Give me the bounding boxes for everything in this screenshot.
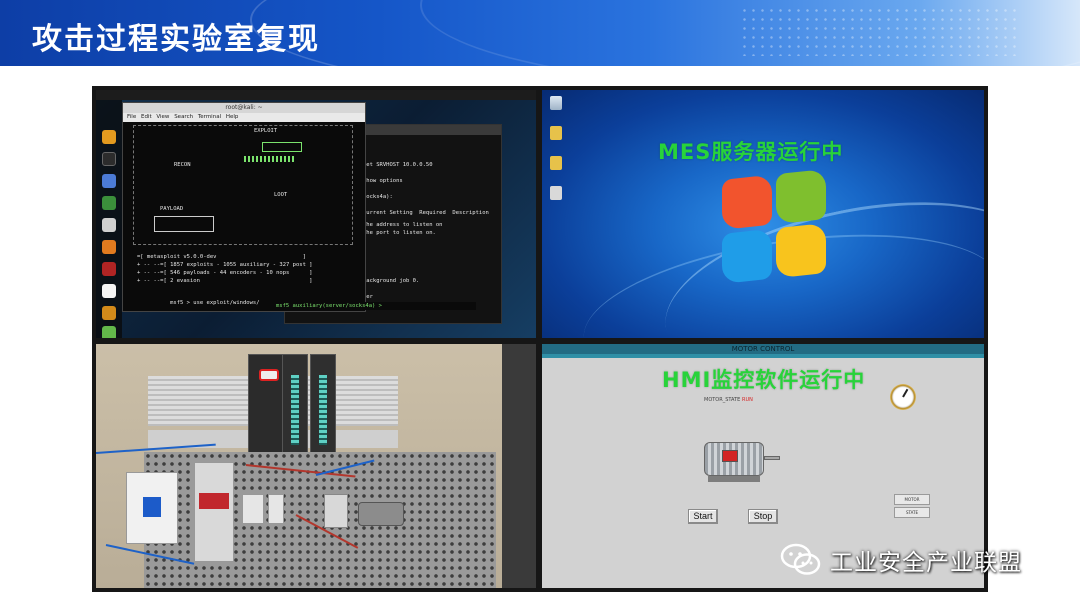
motor-base bbox=[708, 476, 760, 482]
power-supply-unit bbox=[194, 462, 234, 562]
plc-io-module bbox=[282, 354, 308, 454]
photo-dark-edge bbox=[502, 344, 536, 588]
plc-status-window bbox=[259, 369, 279, 381]
app-icon[interactable] bbox=[102, 306, 116, 320]
gauge-icon bbox=[890, 384, 916, 410]
menu-view[interactable]: View bbox=[156, 114, 170, 120]
app-icon[interactable] bbox=[102, 262, 116, 276]
files-icon[interactable] bbox=[102, 174, 116, 188]
ascii-art-box bbox=[154, 216, 214, 232]
menu-edit[interactable]: Edit bbox=[140, 114, 152, 120]
start-button[interactable]: Start bbox=[688, 509, 718, 524]
hmi-status-label: HMI监控软件运行中 bbox=[662, 368, 866, 392]
circuit-breaker bbox=[126, 472, 178, 544]
terminal-line: + -- --=[ 546 payloads - 44 encoders - 1… bbox=[137, 270, 313, 276]
app-icon[interactable] bbox=[102, 130, 116, 144]
metasploit-terminal-window[interactable]: root@kali: ~ File Edit View Search Termi… bbox=[122, 102, 366, 312]
kali-dock bbox=[96, 100, 122, 338]
plc-cpu-module bbox=[248, 354, 288, 464]
terminal-line: show options bbox=[363, 178, 403, 184]
ascii-art-pattern bbox=[244, 156, 294, 162]
app-icon[interactable] bbox=[102, 284, 116, 298]
gauge-needle bbox=[902, 388, 909, 398]
banner-word: LOOT bbox=[274, 192, 288, 198]
hmi-header-bar bbox=[542, 354, 984, 358]
folder-icon[interactable] bbox=[550, 126, 562, 140]
stop-button[interactable]: Stop bbox=[748, 509, 778, 524]
banner-word: RECON bbox=[174, 162, 191, 168]
state-side-button[interactable]: STATE bbox=[894, 507, 930, 518]
folder-icon[interactable] bbox=[550, 186, 562, 200]
terminal-line: background job 0. bbox=[363, 278, 420, 284]
window-titlebar bbox=[285, 125, 501, 135]
motor-status-indicator bbox=[722, 450, 738, 462]
motor-icon bbox=[700, 436, 780, 486]
terminal-line: socks4a): bbox=[363, 194, 393, 200]
windows-logo-icon bbox=[722, 168, 834, 292]
small-dc-motor bbox=[358, 502, 404, 526]
logo-quadrant bbox=[722, 174, 772, 230]
plc-lab-photo bbox=[96, 344, 536, 588]
logo-quadrant bbox=[776, 168, 826, 225]
terminal-line: Current Setting Required Description bbox=[363, 210, 489, 216]
menu-search[interactable]: Search bbox=[174, 114, 194, 120]
logo-quadrant bbox=[776, 222, 826, 279]
folder-icon[interactable] bbox=[550, 156, 562, 170]
motor-side-button[interactable]: MOTOR bbox=[894, 494, 930, 505]
slide-title: 攻击过程实验室复现 bbox=[32, 22, 320, 57]
screenshot-collage: set SRVHOST 10.0.0.50 show options socks… bbox=[92, 86, 988, 592]
menu-file[interactable]: File bbox=[127, 114, 137, 120]
psu-label-tag bbox=[199, 493, 229, 509]
terminal-block bbox=[268, 494, 284, 524]
terminal-line: The port to listen on. bbox=[363, 230, 436, 236]
metasploit-ascii-banner: RECON EXPLOIT PAYLOAD LOOT bbox=[133, 125, 353, 245]
menu-terminal[interactable]: Terminal bbox=[197, 114, 222, 120]
msf-prompt: msf5 > use exploit/windows/ bbox=[170, 300, 260, 306]
decorative-dots bbox=[740, 6, 1020, 56]
terminal-icon[interactable] bbox=[102, 152, 116, 166]
terminal-block bbox=[242, 494, 264, 524]
wechat-watermark: 工业安全产业联盟 bbox=[780, 540, 1022, 580]
terminal-prompt-line[interactable]: msf5 > use exploit/windows/ bbox=[137, 291, 367, 315]
msf-prompt: msf5 auxiliary(server/socks4a) > bbox=[276, 303, 382, 309]
terminal-line: =[ metasploit v5.0.0-dev ] bbox=[137, 254, 306, 260]
motor-state-value: RUN bbox=[742, 397, 753, 403]
banner-word: EXPLOIT bbox=[254, 128, 278, 134]
io-led-strip bbox=[319, 375, 327, 445]
app-icon[interactable] bbox=[102, 240, 116, 254]
watermark-text: 工业安全产业联盟 bbox=[830, 550, 1022, 576]
slide-header: 攻击过程实验室复现 bbox=[0, 0, 1080, 66]
io-led-strip bbox=[291, 375, 299, 445]
ascii-art-box bbox=[262, 142, 302, 152]
logo-quadrant bbox=[722, 228, 772, 284]
terminal-line: The address to listen on bbox=[363, 222, 443, 228]
terminal-line: ver bbox=[363, 294, 373, 300]
window-titlebar: root@kali: ~ bbox=[123, 103, 365, 113]
plc-io-module bbox=[310, 354, 336, 454]
attacker-terminal-panel: set SRVHOST 10.0.0.50 show options socks… bbox=[96, 90, 536, 338]
motor-shaft bbox=[764, 456, 780, 460]
wechat-icon bbox=[780, 542, 822, 578]
mes-status-label: MES服务器运行中 bbox=[658, 140, 844, 164]
relay bbox=[324, 494, 348, 528]
banner-word: PAYLOAD bbox=[160, 206, 184, 212]
motor-state-label: MOTOR_STATE bbox=[704, 397, 741, 403]
hmi-header: MOTOR CONTROL bbox=[542, 344, 984, 354]
terminal-line: + -- --=[ 2 evasion ] bbox=[137, 278, 313, 284]
breaker-handle bbox=[143, 497, 161, 517]
app-icon[interactable] bbox=[102, 196, 116, 210]
terminal-line: set SRVHOST 10.0.0.50 bbox=[363, 162, 433, 168]
second-terminal-prompt[interactable]: msf5 auxiliary(server/socks4a) > bbox=[276, 302, 476, 310]
menu-help[interactable]: Help bbox=[225, 114, 239, 120]
recycle-bin-icon[interactable] bbox=[550, 96, 562, 110]
mes-server-panel: MES服务器运行中 bbox=[542, 90, 984, 338]
kali-top-bar bbox=[96, 90, 536, 100]
terminal-menu-bar: File Edit View Search Terminal Help bbox=[123, 113, 365, 122]
app-icon[interactable] bbox=[102, 218, 116, 232]
app-icon[interactable] bbox=[102, 326, 116, 338]
hmi-panel: MOTOR CONTROL HMI监控软件运行中 MOTOR_STATE RUN… bbox=[542, 344, 984, 588]
terminal-line: + -- --=[ 1857 exploits - 1055 auxiliary… bbox=[137, 262, 313, 268]
